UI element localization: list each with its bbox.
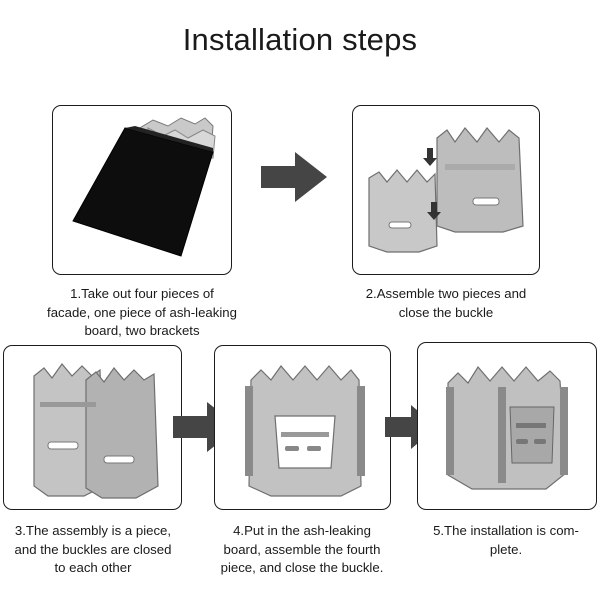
step-5-caption: 5.The installation is com- plete.	[412, 522, 600, 559]
step-4-caption-line: board, assemble the fourth	[223, 541, 381, 557]
step-1-caption-line: 1.Take out four pieces of	[70, 286, 214, 301]
right-arrow-icon	[261, 152, 327, 202]
step-1-caption-line: board, two brackets	[84, 323, 200, 338]
step-4-caption-line: 4.Put in the ash-leaking	[233, 523, 371, 538]
step-2-caption-line: 2.Assemble two pieces and	[365, 286, 527, 301]
page-title: Installation steps	[182, 22, 418, 57]
step-1-image	[52, 105, 232, 275]
step-2-image	[352, 105, 540, 275]
step-3-image	[3, 345, 182, 510]
step-3-caption-line: 3.The assembly is a piece,	[14, 523, 172, 538]
step-3-caption: 3.The assembly is a piece, and the buckl…	[0, 522, 186, 578]
step-3-caption-line: to each other	[54, 560, 132, 575]
storage-bag	[72, 127, 214, 257]
step-4-caption: 4.Put in the ash-leaking board, assemble…	[202, 522, 402, 578]
step-4-image	[214, 345, 391, 510]
step-5-image	[417, 342, 597, 510]
step-1-caption-line: facade, one piece of ash-leaking	[47, 304, 237, 320]
step-5-caption-line: 5.The installation is com-	[433, 523, 579, 538]
step-4-caption-line: piece, and close the buckle.	[220, 560, 384, 575]
step-3-caption-line: and the buckles are closed	[14, 541, 172, 557]
step-1-caption: 1.Take out four pieces of facade, one pi…	[32, 285, 252, 341]
step-5-caption-line: plete.	[489, 541, 523, 557]
step-2-caption: 2.Assemble two pieces and close the buck…	[340, 285, 552, 322]
step-2-caption-line: close the buckle	[398, 304, 494, 320]
